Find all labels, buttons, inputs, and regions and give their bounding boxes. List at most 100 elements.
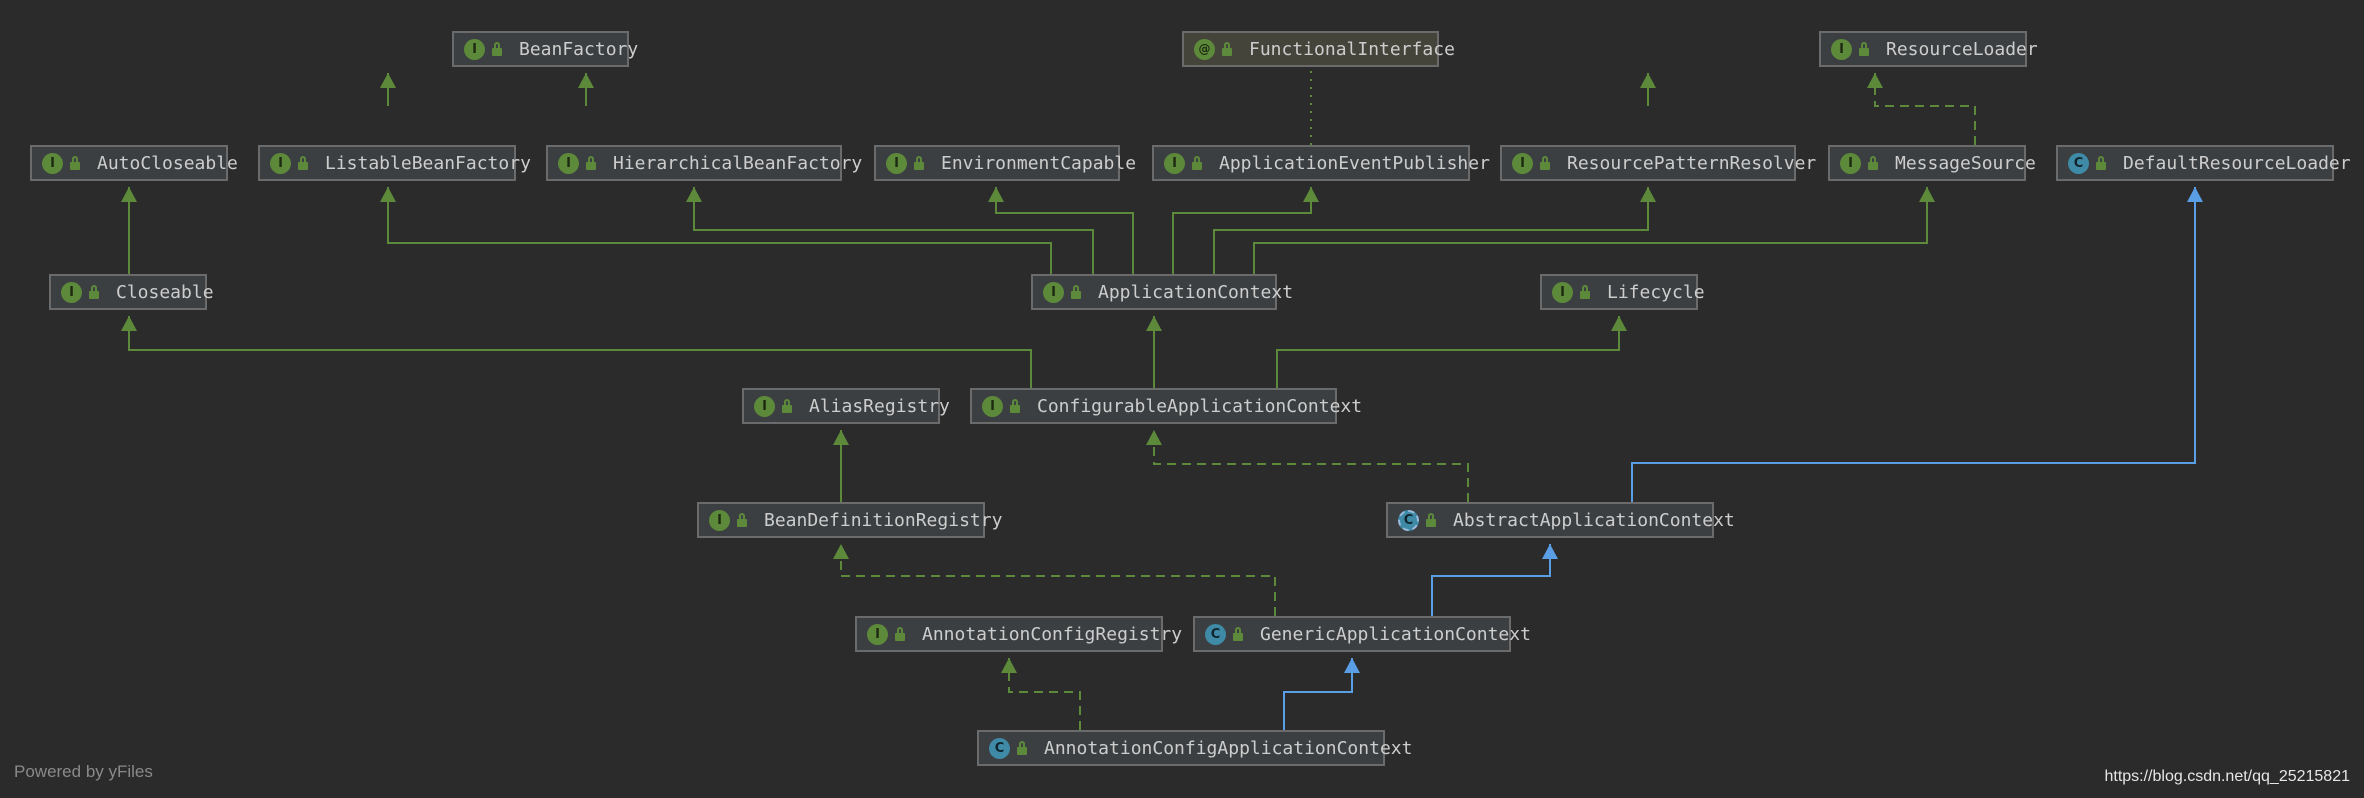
node-label: EnvironmentCapable <box>941 152 1137 174</box>
node-label: ResourcePatternResolver <box>1567 152 1817 174</box>
node-label: BeanFactory <box>519 38 639 60</box>
interface-icon: I <box>867 623 888 645</box>
lock-icon <box>781 399 793 413</box>
class-icon: C <box>989 737 1010 759</box>
edge-abstract-to-defaultloader-arrowhead <box>2187 187 2203 202</box>
edge-beandefreg-to-aliasregistry-arrowhead <box>833 430 849 445</box>
node-application-context[interactable]: I ApplicationContext <box>1031 274 1293 310</box>
lock-icon <box>1016 741 1028 755</box>
lock-icon <box>1539 156 1551 170</box>
node-configurable-application-context[interactable]: I ConfigurableApplicationContext <box>970 388 1362 424</box>
interface-icon: I <box>886 152 907 174</box>
interface-icon: I <box>1043 281 1064 303</box>
lock-icon <box>913 156 925 170</box>
lock-icon <box>297 156 309 170</box>
node-resource-pattern-resolver[interactable]: I ResourcePatternResolver <box>1500 145 1816 181</box>
edge-hierarchical-to-beanfactory-arrowhead <box>578 73 594 88</box>
node-bean-factory[interactable]: I BeanFactory <box>452 31 638 67</box>
node-label: BeanDefinitionRegistry <box>764 509 1003 531</box>
edge-configurable-to-lifecycle <box>1276 316 1620 388</box>
class-icon: C <box>2068 152 2089 174</box>
node-label: ConfigurableApplicationContext <box>1037 395 1363 417</box>
node-label: AnnotationConfigRegistry <box>922 623 1183 645</box>
node-label: FunctionalInterface <box>1249 38 1455 60</box>
edge-configurable-to-closeable <box>128 316 1032 388</box>
edge-configurable-to-appctx-arrowhead <box>1146 316 1162 331</box>
lock-icon <box>88 285 100 299</box>
node-label: ListableBeanFactory <box>325 152 531 174</box>
interface-icon: I <box>1552 281 1573 303</box>
edge-closeable-to-autocloseable-arrowhead <box>121 187 137 202</box>
interface-icon: I <box>1831 38 1852 60</box>
node-label: AliasRegistry <box>809 395 950 417</box>
lock-icon <box>1009 399 1021 413</box>
node-annotation-config-application-context[interactable]: C AnnotationConfigApplicationContext <box>977 730 1412 766</box>
interface-icon: I <box>61 281 82 303</box>
node-default-resource-loader[interactable]: C DefaultResourceLoader <box>2056 145 2351 181</box>
lock-icon <box>1221 42 1233 56</box>
edge-generic-to-beandefreg <box>840 544 1276 616</box>
node-bean-definition-registry[interactable]: I BeanDefinitionRegistry <box>697 502 1002 538</box>
edge-defaultloader-to-resourceloader-arrowhead <box>1867 73 1883 88</box>
lock-icon <box>1070 285 1082 299</box>
abstract-class-icon: C <box>1398 509 1419 531</box>
node-generic-application-context[interactable]: C GenericApplicationContext <box>1193 616 1531 652</box>
node-label: ApplicationEventPublisher <box>1219 152 1490 174</box>
node-lifecycle[interactable]: I Lifecycle <box>1540 274 1705 310</box>
node-closeable[interactable]: I Closeable <box>49 274 214 310</box>
node-functional-interface[interactable]: @ FunctionalInterface <box>1182 31 1455 67</box>
node-application-event-publisher[interactable]: I ApplicationEventPublisher <box>1152 145 1490 181</box>
interface-icon: I <box>270 152 291 174</box>
node-alias-registry[interactable]: I AliasRegistry <box>742 388 950 424</box>
node-label: AutoCloseable <box>97 152 238 174</box>
edge-configurable-to-closeable-arrowhead <box>121 316 137 331</box>
interface-icon: I <box>42 152 63 174</box>
node-environment-capable[interactable]: I EnvironmentCapable <box>874 145 1136 181</box>
node-listable-bean-factory[interactable]: I ListableBeanFactory <box>258 145 531 181</box>
lock-icon <box>69 156 81 170</box>
interface-icon: I <box>709 509 730 531</box>
node-label: Closeable <box>116 281 214 303</box>
node-label: HierarchicalBeanFactory <box>613 152 863 174</box>
interface-icon: I <box>754 395 775 417</box>
edge-annotationctx-to-generic-arrowhead <box>1344 658 1360 673</box>
edge-abstract-to-configurable <box>1153 430 1469 502</box>
node-abstract-application-context[interactable]: C AbstractApplicationContext <box>1386 502 1735 538</box>
node-annotation-config-registry[interactable]: I AnnotationConfigRegistry <box>855 616 1182 652</box>
lock-icon <box>1579 285 1591 299</box>
interface-icon: I <box>982 395 1003 417</box>
edge-appctx-to-environment-arrowhead <box>988 187 1004 202</box>
node-message-source[interactable]: I MessageSource <box>1828 145 2036 181</box>
node-resource-loader[interactable]: I ResourceLoader <box>1819 31 2038 67</box>
lock-icon <box>736 513 748 527</box>
edge-annotationctx-to-generic <box>1283 658 1353 730</box>
edge-abstract-to-defaultloader <box>1631 187 2196 502</box>
lock-icon <box>1232 627 1244 641</box>
lock-icon <box>1425 513 1437 527</box>
edge-generic-to-abstract <box>1431 544 1551 616</box>
edge-appctx-to-listable-arrowhead <box>380 187 396 202</box>
powered-by-label: Powered by yFiles <box>14 762 153 781</box>
edge-listable-to-beanfactory-arrowhead <box>380 73 396 88</box>
node-label: ResourceLoader <box>1886 38 2038 60</box>
edge-appctx-to-messagesource-arrowhead <box>1919 187 1935 202</box>
edge-appctx-to-hierarchical <box>693 187 1094 274</box>
node-label: MessageSource <box>1895 152 2036 174</box>
node-hierarchical-bean-factory[interactable]: I HierarchicalBeanFactory <box>546 145 862 181</box>
interface-icon: I <box>464 38 485 60</box>
node-label: DefaultResourceLoader <box>2123 152 2351 174</box>
edge-abstract-to-configurable-arrowhead <box>1146 430 1162 445</box>
edge-appctx-to-resourcepattern <box>1213 187 1649 274</box>
lock-icon <box>1858 42 1870 56</box>
node-auto-closeable[interactable]: I AutoCloseable <box>30 145 238 181</box>
node-label: ApplicationContext <box>1098 281 1294 303</box>
watermark-url: https://blog.csdn.net/qq_25215821 <box>2104 768 2350 785</box>
lock-icon <box>2095 156 2107 170</box>
edge-appctx-to-publisher-arrowhead <box>1303 187 1319 202</box>
edge-generic-to-beandefreg-arrowhead <box>833 544 849 559</box>
edge-appctx-to-messagesource <box>1253 187 1928 274</box>
lock-icon <box>491 42 503 56</box>
lock-icon <box>1867 156 1879 170</box>
